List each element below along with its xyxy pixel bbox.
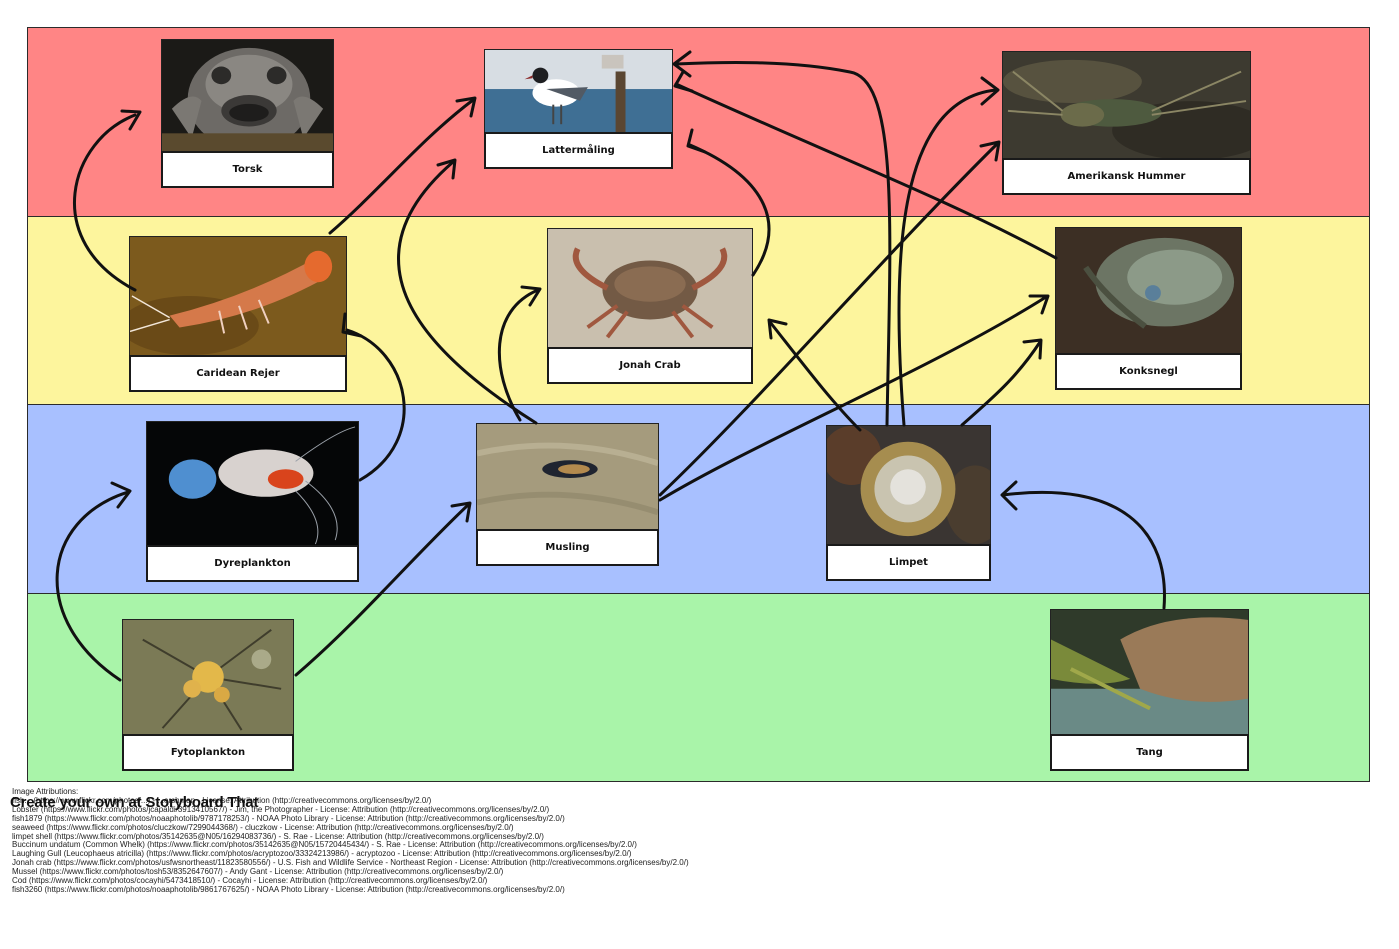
attribution-line: Mussel (https://www.flickr.com/photos/to…	[12, 867, 504, 877]
image-attributions: Image Attributions: fish... (https://www…	[12, 787, 1012, 895]
card-hummer: Amerikansk Hummer	[1002, 51, 1251, 195]
label-tang: Tang	[1050, 734, 1249, 771]
label-lattermaaling: Lattermåling	[484, 132, 673, 169]
label-dyreplankton: Dyreplankton	[146, 545, 359, 582]
attribution-line: seaweed (https://www.flickr.com/photos/c…	[12, 822, 514, 832]
attribution-line: Buccinum undatum (Common Whelk) (https:/…	[12, 840, 637, 850]
photo-laughing-gull	[484, 49, 673, 133]
photo-phytoplankton	[122, 619, 294, 735]
photo-lobster	[1002, 51, 1251, 159]
attribution-line: fish3260 (https://www.flickr.com/photos/…	[12, 884, 565, 894]
photo-shrimp	[129, 236, 347, 356]
card-konksnegl: Konksnegl	[1055, 227, 1242, 390]
storyboard-watermark[interactable]: Create your own at Storyboard That	[10, 794, 259, 811]
attribution-line: limpet shell (https://www.flickr.com/pho…	[12, 831, 544, 841]
attribution-line: Jonah crab (https://www.flickr.com/photo…	[12, 858, 689, 868]
card-rejer: Caridean Rejer	[129, 236, 347, 392]
label-rejer: Caridean Rejer	[129, 355, 347, 392]
card-torsk: Torsk	[161, 39, 334, 188]
photo-whelk	[1055, 227, 1242, 354]
label-limpet: Limpet	[826, 544, 991, 581]
card-limpet: Limpet	[826, 425, 991, 581]
attribution-line: Lobster (https://www.flickr.com/photos/j…	[12, 804, 550, 814]
card-tang: Tang	[1050, 609, 1249, 771]
photo-mussel	[476, 423, 659, 530]
photo-limpet	[826, 425, 991, 545]
card-fytoplankton: Fytoplankton	[122, 619, 294, 771]
photo-seaweed	[1050, 609, 1249, 735]
photo-zooplankton	[146, 421, 359, 546]
label-jonah: Jonah Crab	[547, 347, 753, 384]
attribution-line: fish... (https://www.flickr.com/photos/.…	[12, 795, 432, 805]
card-dyreplankton: Dyreplankton	[146, 421, 359, 582]
photo-jonah-crab	[547, 228, 753, 348]
label-musling: Musling	[476, 529, 659, 566]
photo-cod	[161, 39, 334, 152]
label-torsk: Torsk	[161, 151, 334, 188]
attribution-line: fish1879 (https://www.flickr.com/photos/…	[12, 813, 565, 823]
attribution-line: Image Attributions:	[12, 787, 79, 796]
attribution-line: Cod (https://www.flickr.com/photos/cocay…	[12, 876, 488, 886]
card-jonah: Jonah Crab	[547, 228, 753, 384]
attribution-line: Laughing Gull (Leucophaeus atricilla) (h…	[12, 849, 632, 859]
label-hummer: Amerikansk Hummer	[1002, 158, 1251, 195]
label-fytoplankton: Fytoplankton	[122, 734, 294, 771]
card-lattermaaling: Lattermåling	[484, 49, 673, 169]
card-musling: Musling	[476, 423, 659, 566]
label-konksnegl: Konksnegl	[1055, 353, 1242, 390]
